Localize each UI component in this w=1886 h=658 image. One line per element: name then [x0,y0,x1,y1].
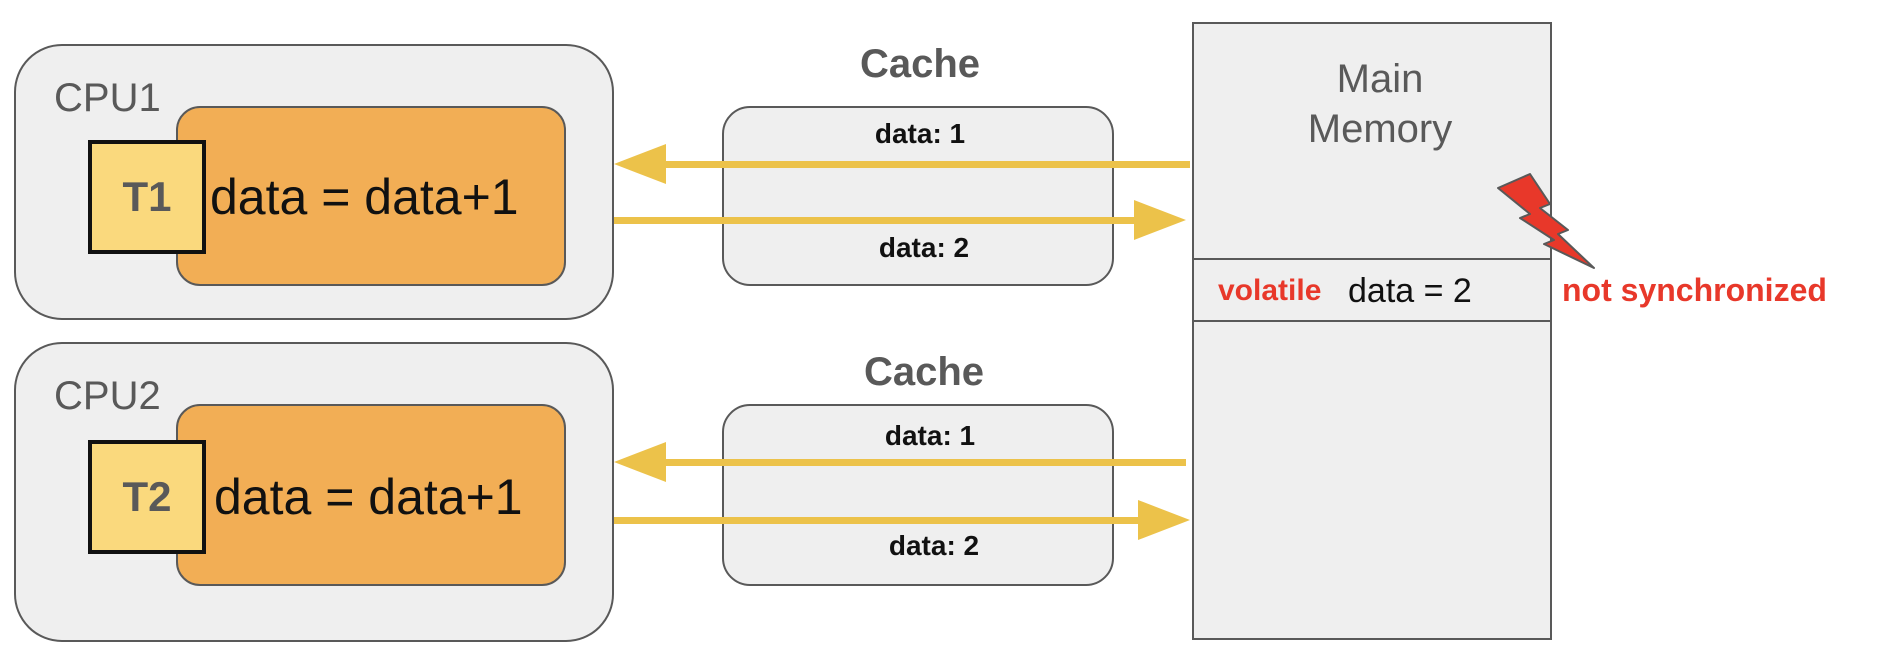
lightning-bolt-icon [1497,173,1595,269]
cache2-write-value: data: 2 [888,530,980,561]
main-memory-box [1192,22,1552,640]
cache1-write-value: data: 2 [878,232,970,263]
cpu2-label: CPU2 [54,374,161,418]
cpu1-label: CPU1 [54,76,161,120]
cache1-read-value: data: 1 [874,118,966,149]
main-memory-title-line1: Main [1336,57,1424,101]
memory-variable-value: data = 2 [1348,272,1472,310]
cache2-box [722,404,1114,586]
cache1-box [722,106,1114,286]
memory-variable-row [1192,258,1552,322]
cpu1-expression: data = data+1 [210,169,519,225]
cache1-title: Cache [859,42,981,86]
arrow-memory-to-cpu2 [614,442,1186,482]
thread-t2: T2 [88,440,206,554]
arrow-memory-to-cpu1 [614,144,1190,184]
cpu1-task-box [176,106,566,286]
main-memory-title-line2: Memory [1307,107,1453,151]
cpu2-expression: data = data+1 [214,469,523,525]
cpu2-task-box [176,404,566,586]
arrow-cpu2-to-memory [614,500,1190,540]
cache2-title: Cache [863,350,985,394]
arrow-cpu1-to-memory [614,200,1186,240]
volatile-keyword: volatile [1218,274,1322,307]
cache2-read-value: data: 1 [884,420,976,451]
thread-t1: T1 [88,140,206,254]
not-synchronized-label: not synchronized [1562,272,1827,308]
